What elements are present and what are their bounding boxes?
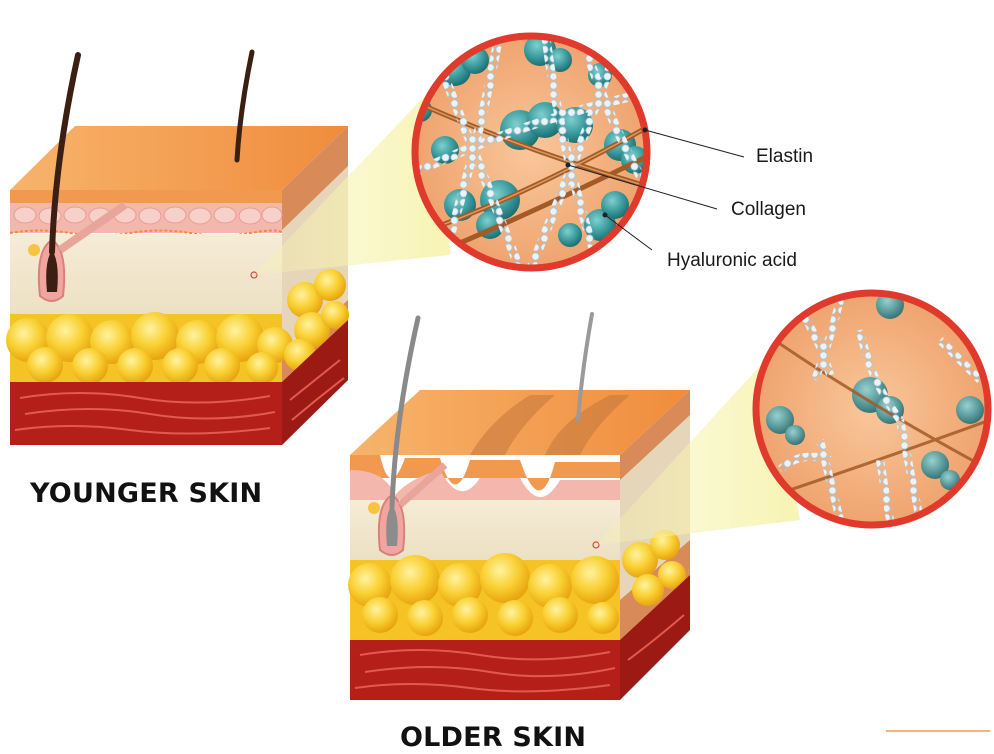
younger-skin-title: YOUNGER SKIN (30, 478, 262, 509)
elastin-label: Elastin (756, 146, 813, 168)
zoom-circle-older (756, 291, 990, 525)
accent-line (886, 730, 990, 732)
hyaluronic-acid-label: Hyaluronic acid (667, 250, 797, 272)
collagen-label: Collagen (731, 199, 806, 221)
older-skin-title: OLDER SKIN (400, 722, 586, 753)
